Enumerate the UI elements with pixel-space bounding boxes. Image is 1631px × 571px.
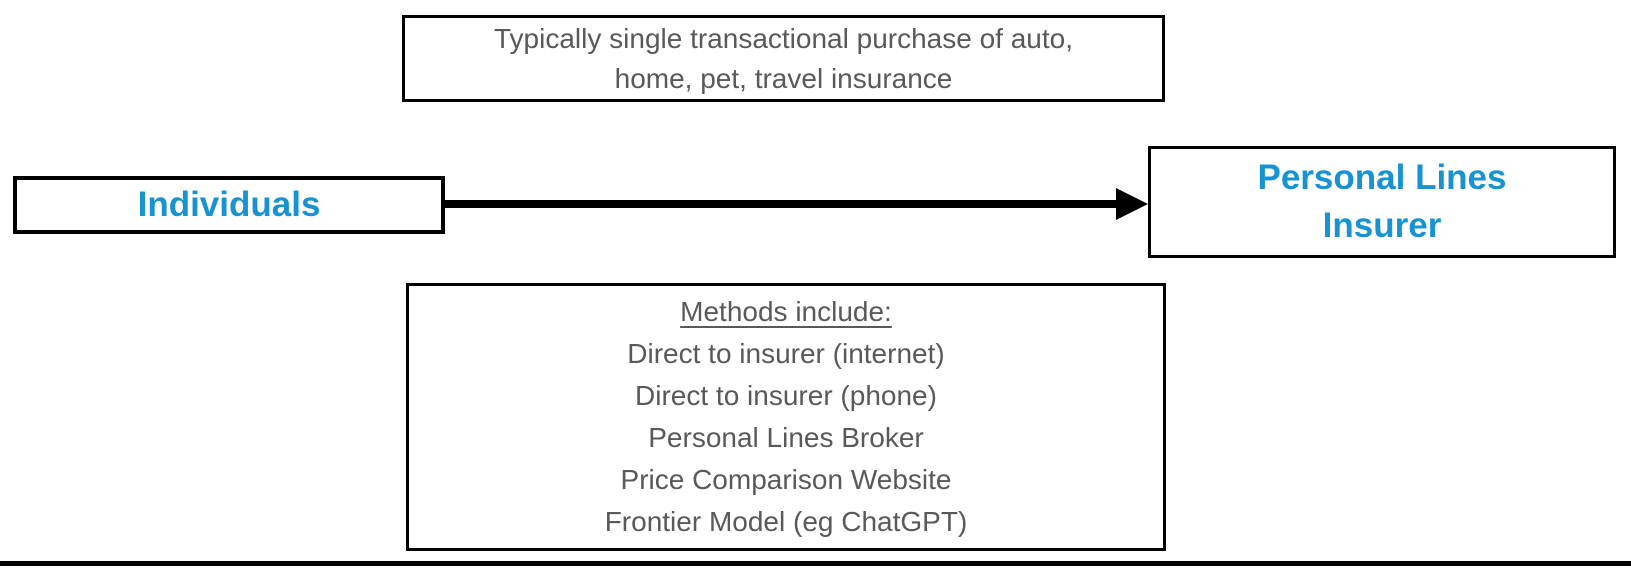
flow-arrow-head-icon — [1116, 188, 1148, 220]
top-note-line: home, pet, travel insurance — [614, 62, 953, 94]
top-note-lines: Typically single transactional purchase … — [494, 19, 1073, 99]
methods-item: Personal Lines Broker — [648, 422, 924, 453]
individuals-label: Individuals — [137, 185, 321, 224]
bottom-divider — [0, 561, 1631, 566]
methods-item: Direct to insurer (internet) — [627, 338, 945, 369]
methods-box: Methods include: Direct to insurer (inte… — [406, 283, 1166, 551]
methods-item: Direct to insurer (phone) — [635, 380, 937, 411]
methods-heading: Methods include: — [680, 296, 892, 327]
methods-list: Direct to insurer (internet) Direct to in… — [605, 333, 968, 543]
insurer-label-line: Personal Lines — [1257, 158, 1507, 197]
top-note-line: Typically single transactional purchase … — [494, 22, 1073, 54]
methods-item: Frontier Model (eg ChatGPT) — [604, 506, 968, 537]
individuals-box: Individuals — [13, 176, 445, 234]
flow-arrow-shaft — [445, 200, 1117, 208]
top-note-box: Typically single transactional purchase … — [402, 15, 1165, 102]
methods-item: Price Comparison Website — [620, 464, 952, 495]
insurer-label-line: Insurer — [1322, 206, 1442, 245]
